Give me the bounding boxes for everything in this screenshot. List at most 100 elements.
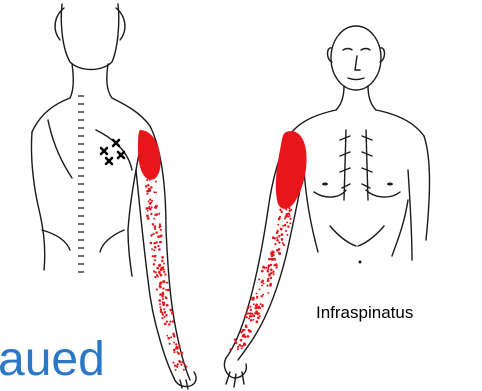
front-referral-dot xyxy=(287,203,289,205)
front-referral-dot xyxy=(229,348,231,350)
back-referral-dot xyxy=(147,210,149,212)
back-referral-dot xyxy=(153,255,156,258)
back-referral-dot xyxy=(160,275,162,277)
front-referral-dot xyxy=(261,305,263,307)
back-referral-dot xyxy=(167,337,170,340)
front-referral-dot xyxy=(251,299,253,301)
back-referral-dot xyxy=(156,213,158,215)
front-referral-dot xyxy=(251,313,253,315)
front-referral-dot xyxy=(256,293,258,295)
front-referral-dot xyxy=(240,339,243,342)
back-referral-dot xyxy=(153,191,155,193)
front-referral-dot xyxy=(283,244,285,246)
back-referral-dot xyxy=(175,369,177,371)
back-referral-dot xyxy=(164,273,166,275)
front-referral-dot xyxy=(238,344,240,346)
back-referral-dot xyxy=(161,260,164,263)
back-referral-dot xyxy=(157,245,159,247)
back-referral-dot xyxy=(146,179,148,181)
back-referral-dot xyxy=(145,207,148,210)
back-referral-dot xyxy=(172,333,175,336)
back-referral-dot xyxy=(173,342,175,344)
front-referral-dot xyxy=(289,210,291,212)
back-referral-dot xyxy=(155,181,157,183)
back-referral-dot xyxy=(163,280,166,283)
back-referral-dot xyxy=(175,343,177,345)
back-referral-dot xyxy=(160,267,162,269)
front-referral-dot xyxy=(263,283,265,285)
front-referral-dot xyxy=(286,234,288,236)
front-referral-dot xyxy=(267,268,269,270)
front-referral-dot xyxy=(280,228,283,231)
back-referral-dot xyxy=(148,184,150,186)
back-referral-dot xyxy=(158,213,160,215)
back-referral-dot xyxy=(159,293,162,296)
muscle-caption: Infraspinatus xyxy=(316,303,413,323)
back-referral-dot xyxy=(153,233,155,235)
back-referral-dot xyxy=(150,235,152,237)
back-referral-dot xyxy=(158,299,161,302)
front-referral-dot xyxy=(270,269,273,272)
front-referral-dot xyxy=(289,204,291,206)
front-referral-dot xyxy=(278,248,281,251)
front-referral-dot xyxy=(282,242,284,244)
back-referral-dot xyxy=(152,223,155,226)
back-referral-dot xyxy=(161,317,163,319)
front-referral-dot xyxy=(261,270,264,273)
front-referral-dot xyxy=(242,329,245,332)
back-referral-dot xyxy=(149,179,151,181)
spine-dashes xyxy=(78,96,84,272)
back-referral-dot xyxy=(169,321,171,323)
front-referral-dot xyxy=(285,230,287,232)
back-referral-dot xyxy=(152,255,154,257)
back-referral-dot xyxy=(177,363,179,365)
front-referral-dot xyxy=(248,317,250,319)
front-referral-dot xyxy=(247,307,250,310)
front-referral-dot xyxy=(284,197,286,199)
front-referral-dot xyxy=(266,285,268,287)
front-referral-dot xyxy=(255,305,257,307)
back-referral-dot xyxy=(154,276,156,278)
front-referral-dot xyxy=(275,267,277,269)
back-referral-dot xyxy=(163,271,165,273)
front-referral-dot xyxy=(253,315,255,317)
back-referral-dot xyxy=(155,191,157,193)
back-referral-dot xyxy=(180,352,183,355)
back-referral-dot xyxy=(155,205,158,208)
front-referral-dot xyxy=(272,236,275,239)
front-referral-dot xyxy=(261,285,263,287)
front-referral-dot xyxy=(276,237,278,239)
back-referral-dot xyxy=(150,213,152,215)
front-referral-dot xyxy=(272,271,274,273)
front-referral-dot xyxy=(256,297,258,299)
back-referral-dot xyxy=(186,366,188,368)
front-referral-dot xyxy=(267,292,269,294)
front-view-figure xyxy=(224,26,429,387)
back-referral-dot xyxy=(172,320,174,322)
front-referral-dot xyxy=(259,315,261,317)
back-referral-dot xyxy=(154,259,156,261)
front-referral-dot xyxy=(253,303,255,305)
back-referral-dot xyxy=(150,186,153,189)
back-referral-dot xyxy=(147,217,150,220)
front-referral-dot xyxy=(256,320,259,323)
front-referral-dot xyxy=(288,207,290,209)
front-referral-dot xyxy=(257,313,259,315)
front-referral-dot xyxy=(253,319,255,321)
front-referral-dot xyxy=(265,267,267,269)
back-referral-dot xyxy=(184,364,186,366)
back-referral-dot xyxy=(156,274,158,276)
back-referral-dot xyxy=(150,242,153,245)
front-referral-dot xyxy=(281,233,284,236)
back-referral-dot xyxy=(162,292,164,294)
back-referral-dot xyxy=(156,267,159,270)
front-referral-dot xyxy=(278,241,280,243)
front-referral-dot xyxy=(268,275,270,277)
front-referral-dot xyxy=(278,218,280,220)
back-referral-dot xyxy=(177,352,180,355)
front-referral-dot xyxy=(267,279,270,282)
front-referral-dot xyxy=(246,316,248,318)
back-referral-dot xyxy=(168,323,170,325)
front-referral-dot xyxy=(261,280,263,282)
back-referral-dot xyxy=(163,308,165,310)
